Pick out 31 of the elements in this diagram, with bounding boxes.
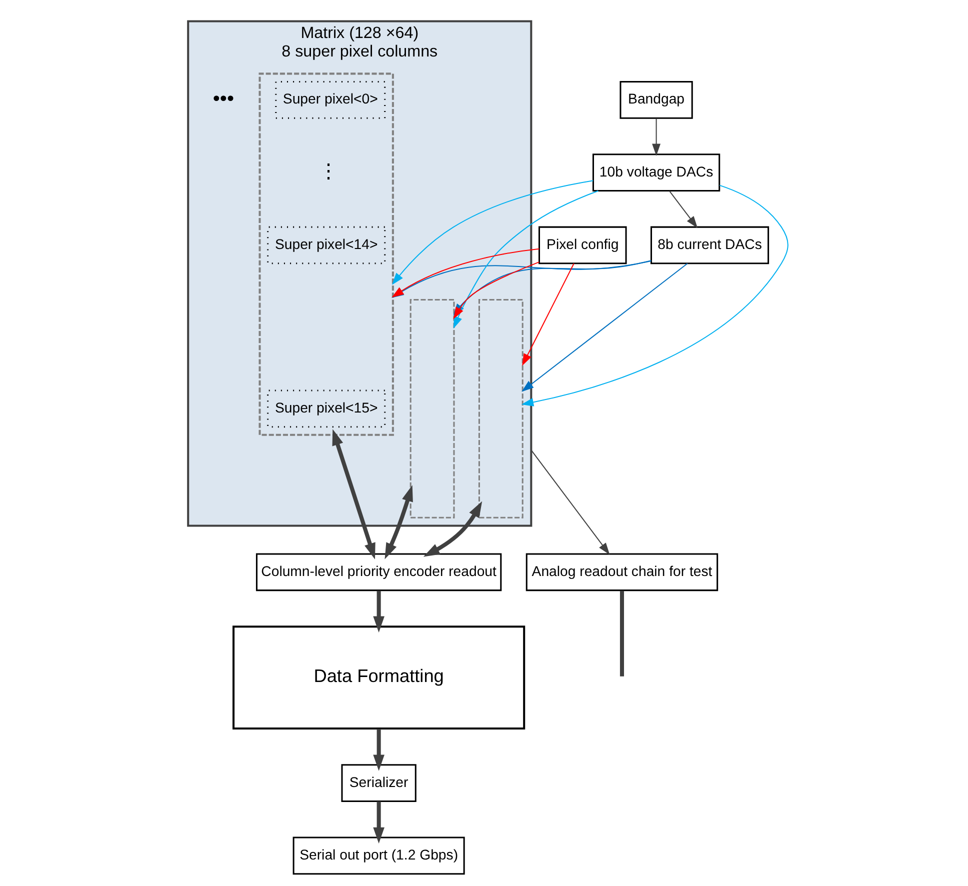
- arrow: [669, 190, 698, 228]
- arrow: [384, 484, 413, 559]
- arrow: [522, 262, 688, 392]
- node-box: Super pixel<15>: [267, 389, 386, 428]
- node-box: 10b voltage DACs: [592, 153, 720, 191]
- node-box: Super pixel<0>: [275, 80, 386, 118]
- arrow: [522, 262, 574, 366]
- node-box: 8b current DACs: [650, 226, 770, 264]
- node-box: Column-level priority encoder readout: [256, 552, 502, 591]
- cluster: [258, 72, 394, 436]
- arrow: [652, 118, 661, 156]
- arrow: [530, 449, 610, 554]
- arrow: [373, 728, 384, 770]
- arrow: [392, 180, 594, 284]
- arrow: [332, 428, 376, 559]
- arrow: [521, 184, 788, 406]
- node-box: Serializer: [341, 764, 416, 802]
- arrow: [373, 801, 384, 844]
- node-box: Pixel config: [538, 226, 627, 264]
- node-box: [410, 298, 455, 518]
- label: ⋮: [318, 160, 338, 182]
- label: •••: [212, 87, 234, 110]
- arrow: [373, 590, 384, 632]
- node-box: [478, 298, 524, 518]
- node-box: Analog readout chain for test: [526, 552, 718, 591]
- node-box: Super pixel<14>: [267, 226, 386, 264]
- arrow: [423, 500, 482, 556]
- connector: [620, 590, 624, 676]
- node-box: Data Formatting: [232, 625, 526, 730]
- node-box: Serial out port (1.2 Gbps): [292, 836, 465, 874]
- node-box: Bandgap: [620, 80, 693, 118]
